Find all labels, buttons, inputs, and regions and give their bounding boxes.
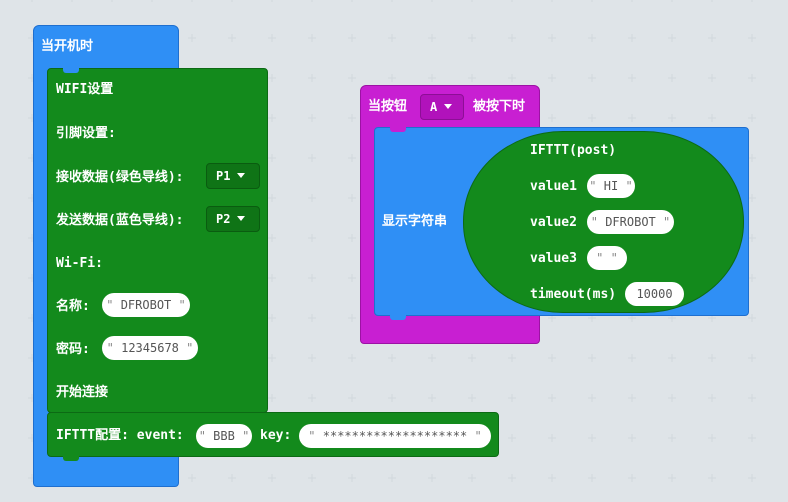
- chevron-down-icon: [237, 216, 246, 221]
- value2-input[interactable]: " DFROBOT ": [587, 210, 674, 234]
- button-value: A: [430, 100, 438, 114]
- wifi-setup-title: WIFI设置: [56, 82, 114, 97]
- value2-label: value2: [530, 215, 577, 230]
- value2-value: DFROBOT: [605, 215, 656, 229]
- ifttt-post-title: IFTTT(post): [530, 143, 617, 158]
- rx-pin-value: P1: [216, 169, 231, 183]
- key-input[interactable]: " ******************** ": [299, 424, 491, 448]
- wifi-setup-notch: [63, 68, 79, 73]
- ifttt-config-label: IFTTT配置: event:: [56, 428, 184, 443]
- wifi-label: Wi-Fi:: [56, 256, 103, 271]
- password-value: 12345678: [121, 341, 179, 355]
- tx-pin-value: P2: [216, 212, 231, 226]
- button-dropdown[interactable]: A: [420, 94, 464, 120]
- chevron-down-icon: [237, 173, 246, 178]
- rx-label: 接收数据(绿色导线):: [56, 170, 184, 185]
- connect-label: 开始连接: [56, 385, 109, 400]
- show-string-notch: [390, 127, 406, 132]
- timeout-label: timeout(ms): [530, 287, 617, 302]
- on-button-label-after: 被按下时: [473, 99, 526, 114]
- ssid-value: DFROBOT: [120, 298, 172, 312]
- ifttt-config-bottom-notch: [63, 456, 79, 461]
- wifi-setup-block[interactable]: [47, 68, 268, 413]
- value3-input[interactable]: " ": [587, 246, 627, 270]
- timeout-value: 10000: [636, 287, 673, 301]
- value1-input[interactable]: " HI ": [587, 174, 635, 198]
- event-value: BBB: [213, 429, 235, 443]
- chevron-down-icon: [444, 104, 453, 109]
- value3-label: value3: [530, 251, 577, 266]
- ifttt-config-notch: [63, 412, 79, 418]
- ssid-label: 名称:: [56, 299, 90, 314]
- on-start-label: 当开机时: [41, 39, 94, 54]
- key-value: ********************: [322, 429, 468, 443]
- value1-label: value1: [530, 179, 577, 194]
- show-string-label: 显示字符串: [382, 214, 448, 229]
- rx-pin-dropdown[interactable]: P1: [206, 163, 260, 189]
- show-string-bottom-notch: [390, 315, 406, 320]
- event-input[interactable]: " BBB ": [196, 424, 252, 448]
- timeout-input[interactable]: 10000: [625, 282, 684, 306]
- tx-pin-dropdown[interactable]: P2: [206, 206, 260, 232]
- pin-settings-label: 引脚设置:: [56, 126, 116, 141]
- ssid-input[interactable]: " DFROBOT ": [102, 293, 190, 317]
- value1-value: HI: [603, 179, 619, 193]
- on-button-label-before: 当按钮: [368, 99, 408, 114]
- password-label: 密码:: [56, 342, 90, 357]
- tx-label: 发送数据(蓝色导线):: [56, 213, 184, 228]
- password-input[interactable]: " 12345678 ": [102, 336, 198, 360]
- key-label: key:: [260, 428, 292, 443]
